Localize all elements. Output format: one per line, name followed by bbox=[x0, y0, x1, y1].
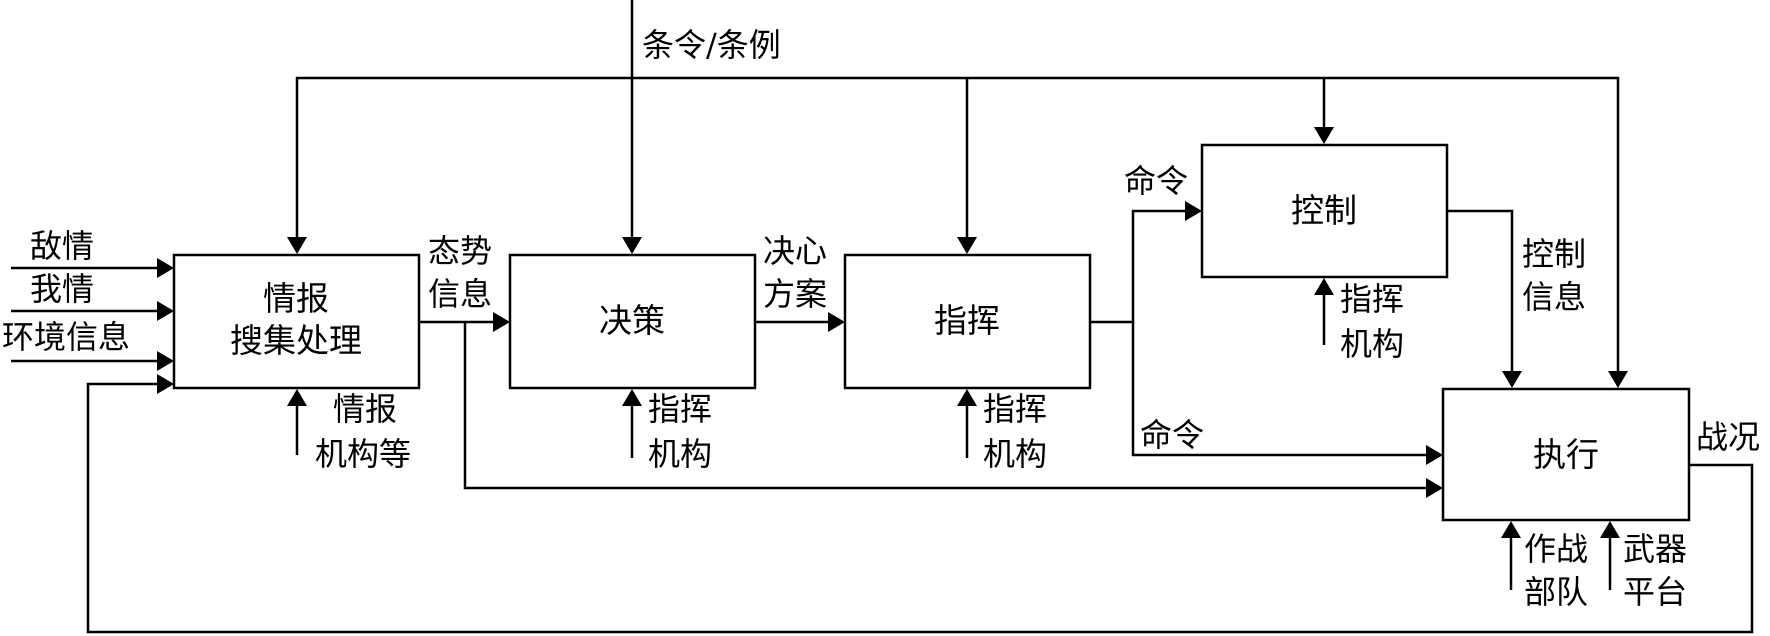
control-info-label-1: 控制 bbox=[1522, 235, 1586, 273]
order-to-execute-label: 命令 bbox=[1140, 416, 1204, 454]
order-to-control-line bbox=[1090, 209, 1188, 324]
arrow-enemy bbox=[157, 258, 174, 278]
arrow-mech-command bbox=[957, 389, 977, 406]
situation-label-1: 态势 bbox=[428, 232, 492, 270]
control-info-line bbox=[1447, 209, 1514, 375]
mech-weapons-label-1: 武器 bbox=[1623, 530, 1687, 568]
arrow-friendly bbox=[157, 301, 174, 321]
box-intel bbox=[172, 253, 421, 390]
box-execute-label: 执行 bbox=[1533, 435, 1599, 474]
arrow-mech-weapons bbox=[1600, 521, 1620, 538]
arrow-situation-to-execute bbox=[1426, 478, 1443, 498]
mech-troops-label-1: 作战 bbox=[1524, 530, 1588, 568]
arrow-order-to-execute bbox=[1426, 445, 1443, 465]
arrow-situation bbox=[493, 312, 510, 332]
box-intel-label-1: 情报 bbox=[263, 279, 329, 318]
plan-label-1: 决心 bbox=[763, 232, 827, 270]
arrow-plan bbox=[828, 312, 845, 332]
situation-to-execute-line bbox=[463, 322, 1429, 490]
order-to-execute-line bbox=[1131, 322, 1429, 457]
mech-command-label-1: 指挥 bbox=[983, 390, 1047, 428]
arrow-control-info bbox=[1502, 371, 1522, 388]
mech-command-label-2: 机构 bbox=[983, 435, 1047, 473]
doctrine-bus-line bbox=[295, 76, 1620, 375]
mech-decision-label-2: 机构 bbox=[648, 435, 712, 473]
mech-control-label-2: 机构 bbox=[1340, 325, 1404, 363]
box-decision bbox=[508, 253, 757, 390]
arrow-environment bbox=[157, 351, 174, 371]
box-decision-label: 决策 bbox=[599, 301, 665, 340]
box-command-label: 指挥 bbox=[934, 301, 1000, 340]
doctrine-label: 条令/条例 bbox=[642, 26, 781, 64]
arrow-mech-troops bbox=[1501, 521, 1521, 538]
arrow-doctrine-to-control bbox=[1314, 127, 1334, 144]
mech-troops-label-2: 部队 bbox=[1524, 573, 1588, 611]
box-command bbox=[843, 253, 1092, 390]
mech-weapons-label-2: 平台 bbox=[1623, 573, 1687, 611]
box-control-label: 控制 bbox=[1291, 191, 1357, 230]
arrow-order-to-control bbox=[1185, 201, 1202, 221]
mech-control-label-1: 指挥 bbox=[1340, 280, 1404, 318]
situation-label-2: 信息 bbox=[428, 275, 492, 313]
battle-status-label: 战况 bbox=[1696, 418, 1760, 456]
arrow-doctrine-to-command bbox=[957, 237, 977, 254]
box-execute bbox=[1441, 387, 1691, 522]
arrow-doctrine-to-intel bbox=[287, 237, 307, 254]
order-to-control-label: 命令 bbox=[1124, 162, 1188, 200]
arrow-doctrine-to-decision bbox=[622, 237, 642, 254]
battle-feedback-line bbox=[86, 382, 1754, 634]
arrow-doctrine-to-execute bbox=[1608, 371, 1628, 388]
arrow-feedback-to-intel bbox=[157, 374, 174, 394]
plan-label-2: 方案 bbox=[763, 275, 827, 313]
control-info-label-2: 信息 bbox=[1522, 278, 1586, 316]
mech-intel-label-1: 情报 bbox=[333, 390, 397, 428]
arrow-mech-decision bbox=[622, 389, 642, 406]
friendly-label: 我情 bbox=[30, 270, 94, 308]
box-control bbox=[1200, 143, 1449, 279]
environment-label: 环境信息 bbox=[2, 318, 130, 356]
enemy-label: 敌情 bbox=[30, 227, 94, 265]
box-intel-label-2: 搜集处理 bbox=[230, 321, 362, 360]
arrow-mech-control bbox=[1314, 278, 1334, 295]
mech-decision-label-1: 指挥 bbox=[648, 390, 712, 428]
arrow-mech-intel bbox=[287, 389, 307, 406]
mech-intel-label-2: 机构等 bbox=[315, 435, 411, 473]
